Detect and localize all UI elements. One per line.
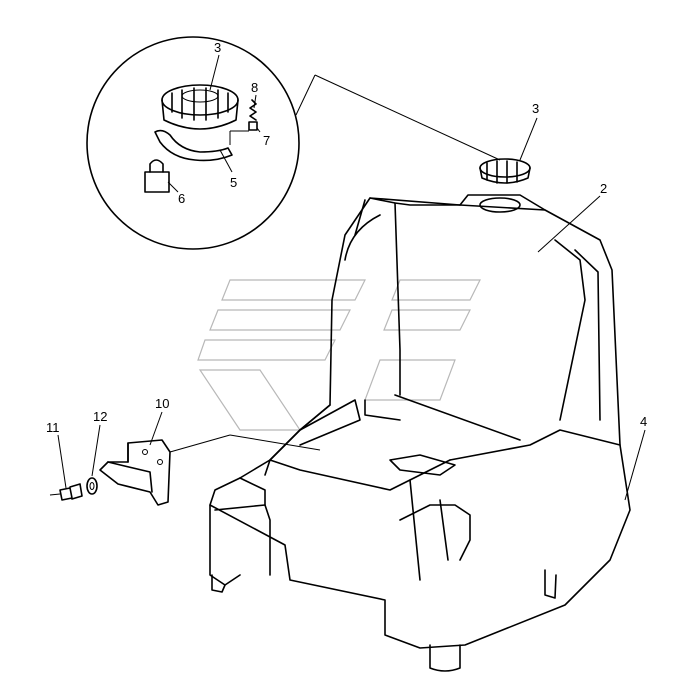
- callout-4: 4: [640, 414, 647, 429]
- callout-6: 6: [178, 191, 185, 206]
- leader-lines: [57, 54, 646, 501]
- watermark-logo: [197, 279, 481, 431]
- callout-12: 12: [93, 409, 107, 424]
- callout-10: 10: [155, 396, 169, 411]
- detail-circle: [86, 36, 501, 250]
- lock-strap: [154, 129, 233, 162]
- callout-8: 8: [251, 80, 258, 95]
- cap-detail: [161, 84, 239, 130]
- callout-3-detail: 3: [214, 40, 221, 55]
- callout-5: 5: [230, 175, 237, 190]
- padlock-icon: [144, 159, 170, 193]
- screw-washer: [49, 477, 98, 501]
- spring-pin: [229, 99, 258, 145]
- callout-11: 11: [46, 420, 60, 435]
- callout-3-tank: 3: [532, 101, 539, 116]
- fuel-tank: [209, 158, 631, 672]
- callout-2: 2: [600, 181, 607, 196]
- callout-7: 7: [263, 133, 270, 148]
- bracket: [99, 434, 321, 506]
